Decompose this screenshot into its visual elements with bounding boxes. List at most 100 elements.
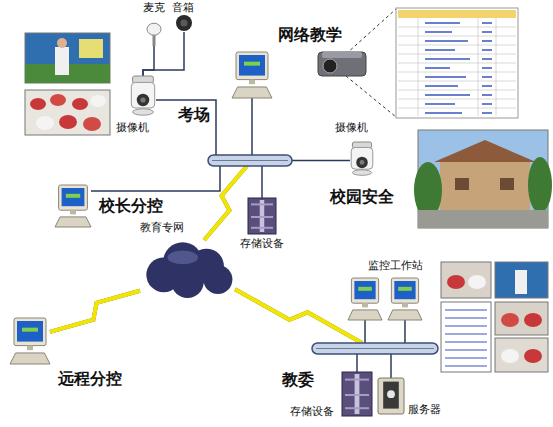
camera-icon <box>130 76 156 116</box>
microphone-node: 麦克 <box>146 22 162 46</box>
network-cable <box>292 160 350 162</box>
pc-icon-part <box>249 80 255 85</box>
ws-icon-part <box>354 281 375 299</box>
ws-icon-part <box>391 278 418 303</box>
pc-icon <box>232 52 272 98</box>
node-label: 服务器 <box>408 404 441 417</box>
monitor-photo <box>441 262 491 298</box>
node-label: 校园安全 <box>330 188 394 206</box>
pc-icon-part <box>55 217 91 227</box>
network-cloud: 教育专网 <box>140 240 235 298</box>
photo-tree <box>528 157 552 213</box>
server-icon <box>378 378 404 414</box>
node-label: 摄像机 <box>116 122 149 135</box>
photo-student <box>90 95 106 107</box>
camera-node: 摄像机校园安全 <box>350 142 374 176</box>
storage-icon <box>342 372 372 416</box>
bar-icon-part <box>316 348 434 349</box>
speaker-node: 音箱 <box>176 14 192 32</box>
pc-icon-part <box>22 328 38 332</box>
node-label: 音箱 <box>172 2 194 15</box>
node-label: 考场 <box>178 106 210 124</box>
node-label: 存储设备 <box>290 406 334 419</box>
pc-icon <box>10 318 50 364</box>
list-entries <box>445 310 487 366</box>
storage-icon-part <box>251 216 273 218</box>
cloud-icon-part <box>203 265 232 294</box>
table-grid <box>398 18 516 116</box>
node-label: 教育专网 <box>140 222 184 235</box>
network-cable <box>143 32 184 76</box>
cloud-icon <box>140 240 235 298</box>
monitor-list <box>441 302 491 372</box>
node-label: 摄像机 <box>335 122 368 135</box>
storage-node: 存储设备 <box>342 372 372 416</box>
wireless-link <box>235 289 362 343</box>
ws-icon-part <box>358 287 372 291</box>
cloud-icon-part <box>168 250 198 264</box>
table-header <box>398 10 516 18</box>
photo-person <box>515 270 527 294</box>
pc-icon-part <box>239 55 265 76</box>
network-cable <box>261 166 263 198</box>
pc-icon-part <box>236 52 268 80</box>
photo-student <box>468 275 486 289</box>
projector-top <box>322 52 362 58</box>
bar-icon <box>208 155 292 166</box>
photo-person <box>55 47 69 75</box>
pc-icon-part <box>70 210 76 214</box>
pc-icon-part <box>10 353 50 364</box>
camera-icon-part <box>351 147 373 169</box>
pc-icon-part <box>244 62 260 66</box>
node-label: 监控工作站 <box>368 260 423 273</box>
pc-icon-part <box>62 188 85 206</box>
mic-icon <box>146 22 162 46</box>
speaker-icon <box>176 14 192 32</box>
computer-node: 远程分控 <box>10 318 50 364</box>
camera-icon-part <box>360 160 365 165</box>
storage-icon-part <box>251 227 273 229</box>
photo-head <box>57 38 67 48</box>
photo-roof <box>434 140 536 162</box>
storage-icon-part <box>345 407 369 409</box>
storage-icon-part <box>251 203 273 205</box>
pc-icon-part <box>14 318 46 346</box>
network-cable <box>356 354 358 372</box>
camera-icon-part <box>140 97 145 102</box>
switch-bar: 教委 <box>312 343 438 354</box>
storage-icon-part <box>342 372 372 416</box>
camera-node: 摄像机考场 <box>130 76 156 116</box>
server-node: 服务器 <box>378 378 404 414</box>
camera-icon-part <box>356 157 368 169</box>
photo-student <box>501 313 519 327</box>
photo-board <box>79 39 103 58</box>
photo-window <box>500 178 514 190</box>
bar-icon-part <box>212 160 288 161</box>
photo-student <box>59 115 77 129</box>
photo-tree <box>414 162 442 218</box>
photo-student <box>30 98 46 110</box>
photo-window <box>455 178 469 190</box>
pc-icon-part <box>66 194 80 198</box>
ws-icon <box>348 278 422 320</box>
storage-icon-part <box>248 198 276 234</box>
node-label: 校长分控 <box>99 197 163 215</box>
monitor-photo <box>495 262 548 298</box>
ws-icon-part <box>348 310 382 320</box>
storage-icon-part <box>345 379 369 381</box>
photo-student <box>83 117 101 131</box>
table-entries <box>425 23 492 113</box>
camera-icon-part <box>133 109 154 115</box>
photo-student <box>36 116 54 130</box>
ws-icon-part <box>388 310 422 320</box>
camera-icon-part <box>137 94 149 106</box>
camera-icon-part <box>131 82 154 108</box>
server-icon-part <box>378 378 404 414</box>
network-cable <box>91 166 220 191</box>
computer-node: 校长分控 <box>55 185 91 227</box>
node-label: 存储设备 <box>240 238 284 251</box>
node-label: 网络教学 <box>278 26 342 44</box>
wireless-link <box>50 291 140 332</box>
workstation-node: 监控工作站 <box>348 278 422 320</box>
